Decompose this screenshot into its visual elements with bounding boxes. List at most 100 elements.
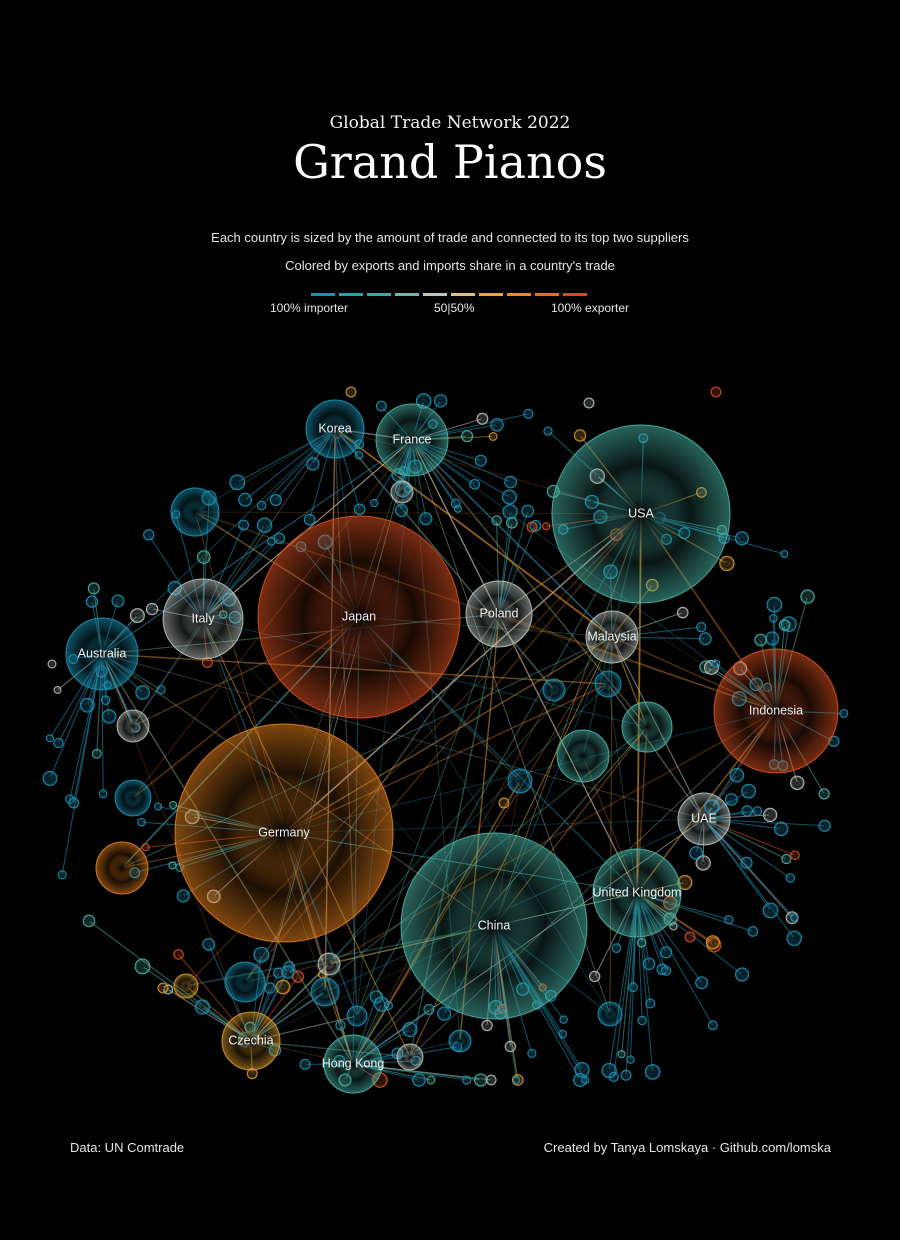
minor-country-node: [281, 965, 295, 979]
minor-country-node: [512, 1075, 521, 1085]
minor-country-node: [194, 999, 211, 1015]
minor-country-node: [402, 1021, 418, 1038]
minor-country-node: [450, 498, 461, 509]
country-node: [542, 678, 566, 702]
legend-swatch: [339, 293, 363, 296]
minor-country-node: [264, 982, 276, 994]
minor-country-node: [523, 408, 534, 419]
minor-country-node: [303, 513, 316, 526]
legend-mid-label: 50|50%: [434, 301, 475, 315]
minor-country-node: [581, 1075, 590, 1085]
minor-country-node: [741, 805, 753, 817]
minor-country-node: [473, 1073, 488, 1087]
minor-country-node: [589, 970, 601, 983]
legend-swatch: [367, 293, 391, 296]
country-node-korea: [305, 399, 365, 459]
minor-country-node: [79, 697, 95, 713]
country-node-italy: [162, 578, 244, 660]
country-node-uae: [677, 792, 731, 846]
minor-country-node: [763, 807, 778, 823]
minor-country-node: [412, 1073, 426, 1087]
trade-link: [101, 439, 413, 655]
minor-country-node: [173, 949, 184, 960]
country-node-hong-kong: [323, 1034, 383, 1094]
trade-link: [202, 439, 413, 620]
minor-country-node: [488, 432, 498, 441]
minor-country-node: [786, 930, 802, 947]
minor-country-node: [57, 870, 67, 880]
country-label-china: China: [478, 918, 511, 932]
minor-country-node: [705, 935, 720, 950]
trade-link: [88, 920, 252, 1042]
minor-country-node: [111, 594, 125, 608]
country-label-usa: USA: [628, 506, 654, 520]
minor-country-node: [762, 902, 779, 919]
minor-country-node: [601, 1062, 617, 1079]
minor-country-node: [617, 1050, 626, 1059]
country-node: [597, 1001, 623, 1027]
country-node-japan: [257, 515, 461, 719]
minor-country-node: [818, 788, 830, 800]
minor-country-node: [98, 789, 108, 799]
country-node-czechia: [221, 1011, 281, 1071]
country-node-malaysia: [585, 610, 639, 664]
minor-country-node: [135, 685, 150, 700]
minor-country-node: [375, 400, 387, 412]
minor-country-node: [676, 606, 689, 619]
minor-country-node: [695, 976, 709, 990]
country-label-indonesia: Indonesia: [749, 703, 803, 717]
country-node: [507, 768, 533, 794]
legend-swatch: [563, 293, 587, 296]
minor-country-node: [238, 492, 253, 507]
minor-country-node: [460, 430, 474, 443]
minor-country-node: [485, 1074, 497, 1086]
minor-country-node: [740, 856, 753, 869]
minor-country-node: [789, 775, 805, 791]
minor-country-node: [129, 608, 145, 624]
country-label-australia: Australia: [78, 646, 127, 660]
minor-country-node: [558, 1029, 567, 1039]
country-node-germany: [174, 723, 394, 943]
trade-link: [609, 636, 613, 1015]
description-line-1: Each country is sized by the amount of t…: [211, 230, 689, 245]
trade-link: [334, 428, 609, 685]
minor-country-node: [238, 519, 250, 531]
minor-country-node: [695, 855, 711, 871]
minor-country-node: [684, 931, 696, 943]
minor-country-node: [306, 457, 320, 471]
country-label-france: France: [393, 432, 432, 446]
minor-country-node: [527, 1048, 537, 1058]
country-node: [310, 977, 340, 1007]
minor-country-node: [611, 943, 622, 953]
minor-country-node: [269, 493, 282, 507]
minor-country-node: [504, 1040, 517, 1053]
minor-country-node: [778, 619, 791, 631]
minor-country-node: [504, 475, 518, 489]
minor-country-node: [781, 853, 792, 865]
minor-country-node: [82, 914, 96, 928]
minor-country-node: [637, 1015, 647, 1026]
minor-country-node: [426, 1075, 436, 1085]
minor-country-node: [747, 926, 759, 937]
country-node: [173, 973, 199, 999]
minor-country-node: [711, 659, 721, 669]
legend-swatch: [423, 293, 447, 296]
description-line-2: Colored by exports and imports share in …: [285, 258, 615, 273]
minor-country-node: [47, 659, 57, 669]
country-node: [621, 701, 673, 753]
country-label-united-kingdom: United Kingdom: [593, 885, 682, 899]
minor-country-node: [168, 861, 177, 870]
country-node: [390, 480, 414, 504]
minor-country-node: [769, 614, 778, 623]
minor-country-node: [785, 873, 796, 883]
data-source: Data: UN Comtrade: [70, 1140, 185, 1155]
minor-country-node: [501, 489, 517, 505]
minor-country-node: [370, 498, 379, 508]
minor-country-node: [374, 996, 390, 1012]
minor-country-node: [521, 504, 535, 518]
minor-country-node: [253, 946, 270, 963]
minor-country-node: [800, 589, 815, 604]
chart-kicker: Global Trade Network 2022: [329, 113, 571, 133]
